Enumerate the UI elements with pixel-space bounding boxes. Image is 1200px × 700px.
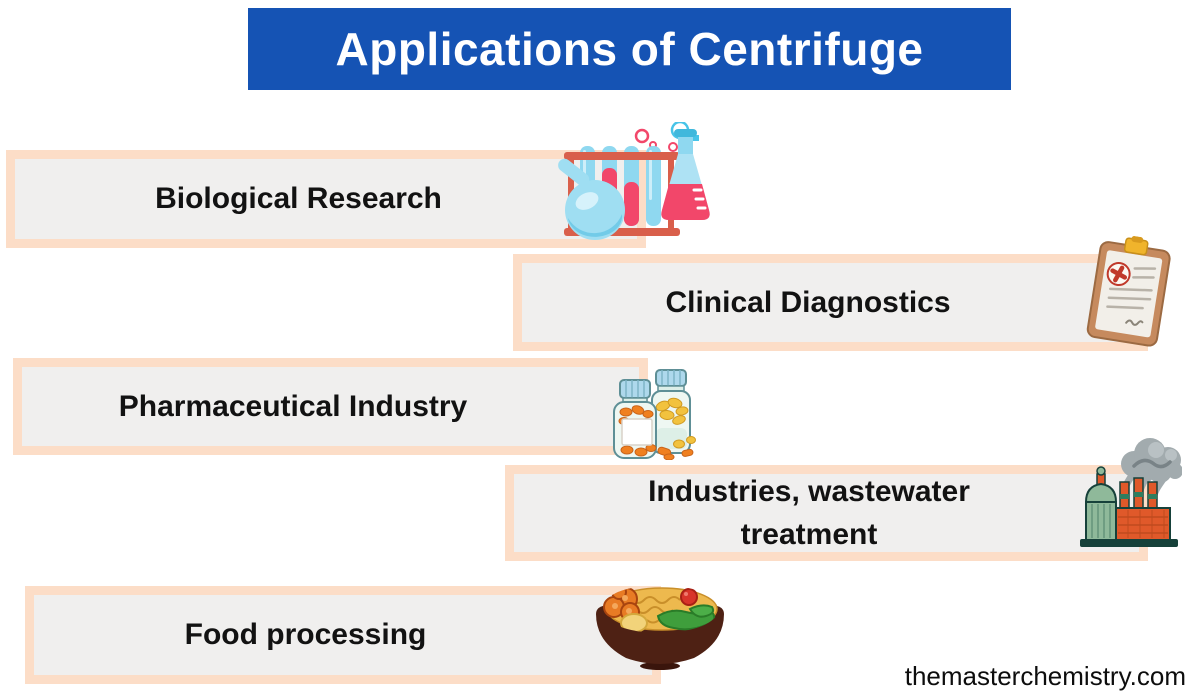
bar-label: Industries, wastewater treatment <box>648 474 970 552</box>
food-bowl-icon <box>592 582 728 672</box>
bar-food-processing: Food processing <box>25 586 661 684</box>
page-title-text: Applications of Centrifuge <box>335 23 924 75</box>
bar-pharmaceutical-industry: Pharmaceutical Industry <box>13 358 648 455</box>
lab-glassware-icon <box>540 122 712 246</box>
factory-smoke-icon <box>1076 438 1182 552</box>
bar-label: Biological Research <box>155 182 442 216</box>
bar-label: Pharmaceutical Industry <box>118 389 468 423</box>
bar-label: Food processing <box>184 618 427 652</box>
bar-biological-research: Biological Research <box>6 150 646 248</box>
page-title: Applications of Centrifuge <box>248 8 1011 90</box>
pill-bottles-icon <box>596 364 698 460</box>
medical-clipboard-icon <box>1077 230 1183 355</box>
website-credit: themasterchemistry.com <box>904 661 1186 691</box>
bar-label: Clinical Diagnostics <box>665 285 951 319</box>
bar-industries-wastewater-treatment: Industries, wastewater treatment <box>505 465 1148 561</box>
bar-clinical-diagnostics: Clinical Diagnostics <box>513 254 1148 351</box>
